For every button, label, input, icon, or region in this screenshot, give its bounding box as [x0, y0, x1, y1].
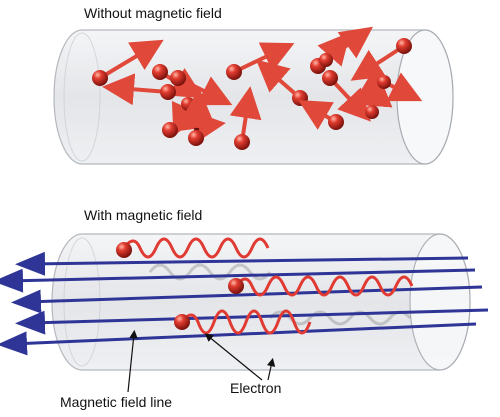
top-panel-title: Without magnetic field	[84, 5, 222, 21]
helix-path	[116, 237, 270, 259]
helix-path	[174, 309, 312, 335]
electron-ball	[102, 73, 176, 106]
helix-path	[228, 275, 414, 297]
electron-ball	[176, 88, 217, 146]
electron-ball	[350, 38, 412, 81]
electron-label: Electron	[230, 380, 282, 396]
electron-pointer-2	[266, 357, 276, 381]
electron-ball	[174, 314, 190, 330]
top-cylinder	[53, 29, 454, 165]
electron-ball	[116, 242, 132, 258]
electron-ball	[229, 86, 262, 150]
electron-ball	[352, 66, 393, 119]
random-electrons	[92, 26, 423, 150]
field-line	[11, 285, 483, 314]
helical-electrons	[116, 237, 414, 335]
field-line	[15, 251, 469, 276]
field-line	[0, 322, 477, 356]
electron-pointer-1	[204, 333, 263, 381]
field-line-label: Magnetic field line	[60, 394, 173, 410]
electron-ball	[298, 99, 344, 130]
field-line	[0, 268, 476, 293]
bottom-cylinder	[51, 233, 471, 371]
electron-ball	[228, 278, 244, 294]
electron-ball	[317, 31, 351, 67]
bottom-panel-title: With magnetic field	[84, 207, 203, 223]
annotation-pointers	[127, 329, 276, 393]
field-line-pointer	[127, 329, 138, 393]
